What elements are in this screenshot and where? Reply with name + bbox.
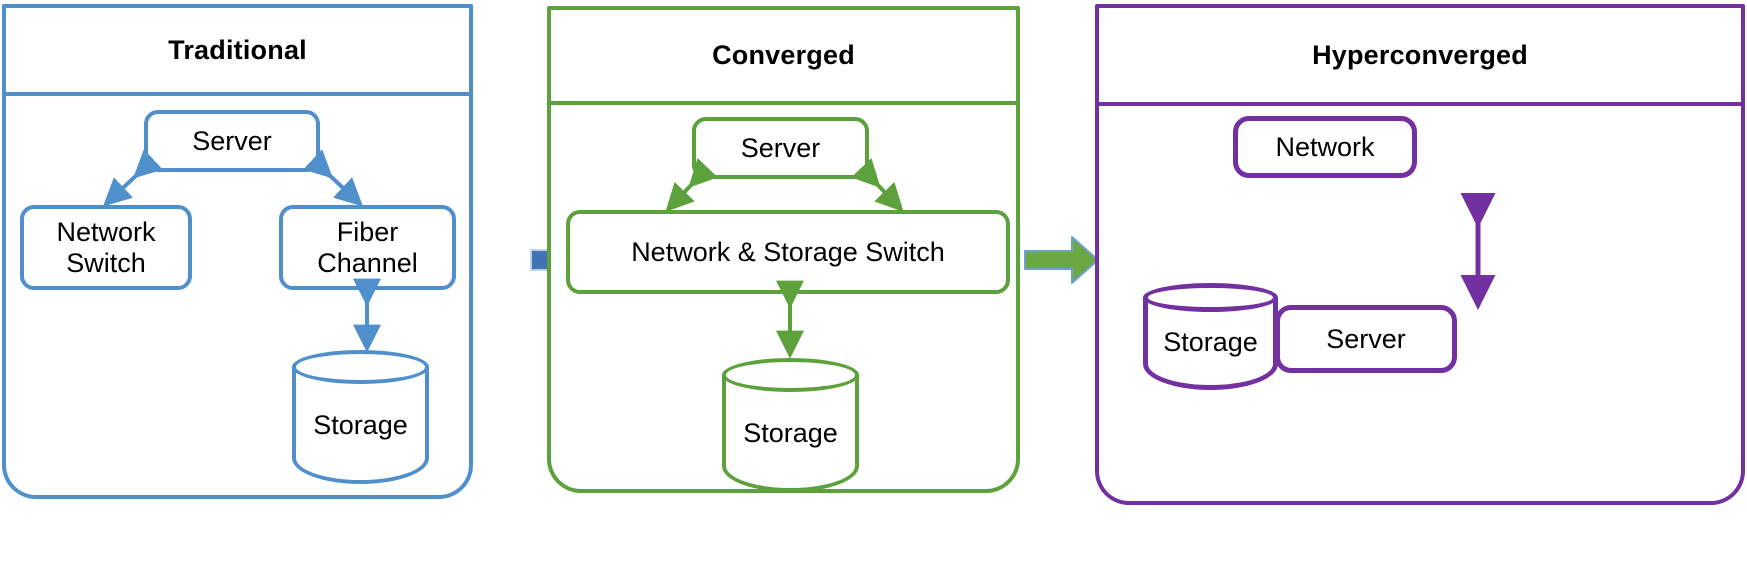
transition-arrow-converged-to-hyperconverged xyxy=(1024,236,1099,284)
panel-hyperconverged-title: Hyperconverged xyxy=(1099,8,1741,106)
hyperconverged-network-node[interactable]: Network xyxy=(1233,116,1417,178)
converged-storage-cylinder[interactable]: Storage xyxy=(722,358,859,492)
converged-server-node[interactable]: Server xyxy=(692,117,869,179)
cylinder-body xyxy=(1143,297,1278,390)
traditional-fiber-channel-node[interactable]: Fiber Channel xyxy=(279,205,456,290)
panel-hyperconverged: Hyperconverged xyxy=(1095,4,1745,505)
panel-converged-title: Converged xyxy=(551,10,1016,105)
hyperconverged-storage-label: Storage xyxy=(1163,327,1258,357)
cylinder-top-ellipse xyxy=(1143,283,1278,312)
converged-network-storage-switch-node[interactable]: Network & Storage Switch xyxy=(566,210,1010,294)
traditional-storage-label: Storage xyxy=(313,410,408,440)
cylinder-top-ellipse xyxy=(292,350,429,384)
cylinder-body xyxy=(292,367,429,484)
panel-traditional-title: Traditional xyxy=(6,8,469,96)
traditional-storage-cylinder[interactable]: Storage xyxy=(292,350,429,484)
traditional-server-node[interactable]: Server xyxy=(144,110,320,172)
traditional-network-switch-node[interactable]: Network Switch xyxy=(20,205,192,290)
converged-storage-label: Storage xyxy=(743,418,838,448)
hyperconverged-storage-cylinder[interactable]: Storage xyxy=(1143,283,1278,390)
cylinder-body xyxy=(722,375,859,492)
hyperconverged-server-node[interactable]: Server xyxy=(1275,305,1457,373)
cylinder-top-ellipse xyxy=(722,358,859,392)
